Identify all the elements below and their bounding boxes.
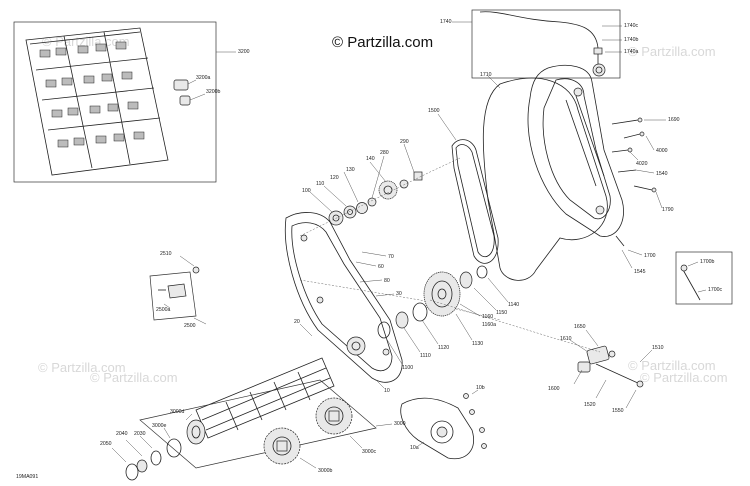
label-1700c[interactable]: 1700c [708,287,723,293]
cable-assembly-1740[interactable] [452,9,622,79]
label-1130[interactable]: 1130 [472,341,483,347]
inner-chaincase[interactable] [284,212,403,383]
watermark: © Partzilla.com [640,370,728,385]
label-1740[interactable]: 1740 [440,19,452,25]
label-1510[interactable]: 1510 [652,345,664,351]
bearing-stack-left[interactable] [125,419,206,481]
brand-text[interactable]: © Partzilla.com [332,34,433,51]
label-2040[interactable]: 2040 [116,431,128,437]
label-1650[interactable]: 1650 [574,324,586,330]
drive-sprocket-3000b[interactable] [263,427,301,465]
label-290[interactable]: 290 [400,139,409,145]
label-30[interactable]: 30 [396,291,402,297]
label-80[interactable]: 80 [384,278,390,284]
tray-assembly-3200[interactable] [13,21,236,183]
label-3000e[interactable]: 3000e [152,423,167,429]
label-110[interactable]: 110 [316,181,324,187]
watermark: © Partzilla.com [38,360,126,375]
label-1100[interactable]: 1100 [402,365,413,371]
label-1740c[interactable]: 1740c [624,23,639,29]
label-1120[interactable]: 1120 [438,345,449,351]
label-1500[interactable]: 1500 [428,108,440,114]
label-2030[interactable]: 2030 [134,431,146,437]
label-100[interactable]: 100 [302,188,311,194]
diagram-code: 19MA091 [16,474,38,480]
label-1110[interactable]: 1110 [420,353,431,359]
label-3000[interactable]: 3000 [394,421,406,427]
label-1160a[interactable]: 1160a [482,322,496,328]
watermark: © Partzilla.com [628,44,716,59]
dipstick-box-1700[interactable] [675,251,733,305]
label-60[interactable]: 60 [378,264,384,270]
label-4020[interactable]: 4020 [636,161,648,167]
cover-bolts[interactable] [611,117,657,247]
label-1790[interactable]: 1790 [662,207,674,213]
label-130[interactable]: 130 [346,167,355,173]
label-2500a[interactable]: 2500a [156,307,171,313]
drive-shaft-3000[interactable] [195,357,335,439]
label-2050[interactable]: 2050 [100,441,112,447]
label-2500[interactable]: 2500 [184,323,196,329]
chaincase-cover[interactable] [527,65,624,237]
label-4000[interactable]: 4000 [656,148,668,154]
tray-grid [25,27,169,176]
label-1550[interactable]: 1550 [612,408,624,414]
label-70[interactable]: 70 [388,254,394,260]
bearing-plate-10a[interactable] [400,393,487,460]
label-1600[interactable]: 1600 [548,386,560,392]
label-1545[interactable]: 1545 [634,269,646,275]
label-1690[interactable]: 1690 [668,117,680,123]
shift-shaft-assembly[interactable] [577,345,644,388]
label-20[interactable]: 20 [294,319,300,325]
lower-gear-stack[interactable] [377,265,488,339]
drive-sprocket-3000c[interactable] [315,397,353,435]
label-3200[interactable]: 3200 [238,49,250,55]
gasket-1710[interactable] [482,77,608,281]
label-120[interactable]: 120 [330,175,339,181]
drive-chain-1500[interactable] [451,139,499,264]
label-1540[interactable]: 1540 [656,171,668,177]
upper-sprocket-stack[interactable] [328,171,423,226]
label-1700b[interactable]: 1700b [700,259,715,265]
label-10b[interactable]: 10b [476,385,485,391]
label-1740a[interactable]: 1740a [624,49,639,55]
label-1160[interactable]: 1160 [482,314,493,320]
label-3000c[interactable]: 3000c [362,449,377,455]
watermark: © Partzilla.com [42,34,130,49]
label-10a[interactable]: 10a [410,445,419,451]
label-1700[interactable]: 1700 [644,253,656,259]
label-1150[interactable]: 1150 [496,310,507,316]
bracket-box-2500[interactable] [149,255,207,325]
label-1140[interactable]: 1140 [508,302,519,308]
shaft-box-outline [139,379,377,469]
label-3000d[interactable]: 3000d [170,409,185,415]
label-10[interactable]: 10 [384,388,390,394]
watermark: © Partzilla.com [628,358,716,373]
label-1520[interactable]: 1520 [584,402,596,408]
label-1710[interactable]: 1710 [480,72,492,78]
label-140[interactable]: 140 [366,156,375,162]
label-3200b[interactable]: 3200b [206,89,221,95]
label-2510[interactable]: 2510 [160,251,172,257]
label-1610[interactable]: 1610 [560,336,572,342]
label-3000b[interactable]: 3000b [318,468,333,474]
sprocket-3200a[interactable] [173,79,191,106]
label-1740b[interactable]: 1740b [624,37,639,43]
watermark: © Partzilla.com [90,370,178,385]
label-280[interactable]: 280 [380,150,389,156]
label-3200a[interactable]: 3200a [196,75,211,81]
